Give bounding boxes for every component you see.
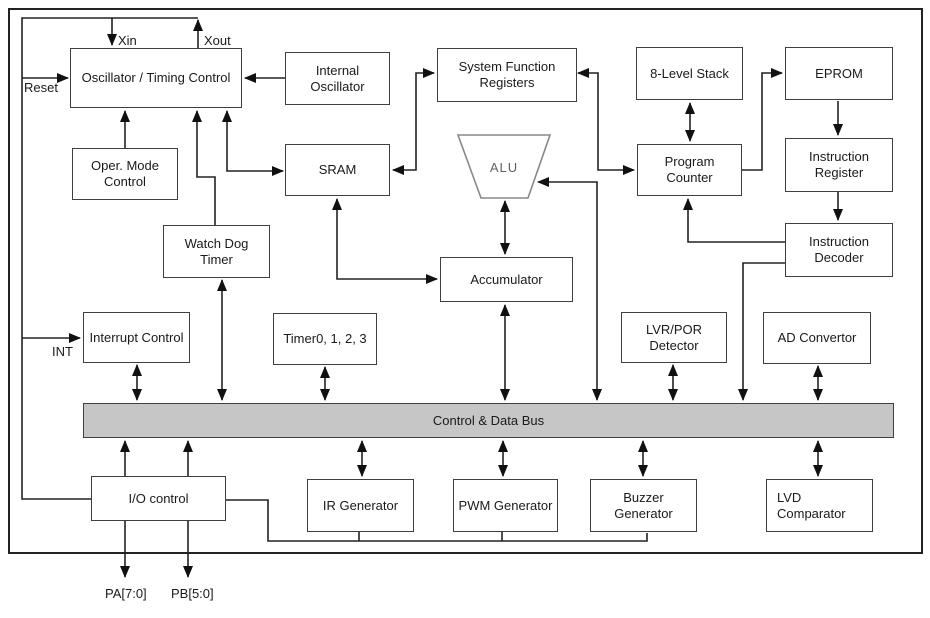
block-label: Instruction Decoder — [809, 234, 869, 265]
block-watch-dog-timer: Watch Dog Timer — [163, 225, 270, 278]
block-label: LVR/POR Detector — [645, 321, 703, 353]
label-xin: Xin — [118, 33, 137, 48]
block-label: Program Counter — [664, 154, 715, 185]
block-label: Interrupt Control — [89, 329, 184, 345]
control-data-bus: Control & Data Bus — [83, 403, 894, 438]
label-reset: Reset — [24, 80, 58, 95]
block-internal-oscillator: Internal Oscillator — [285, 52, 390, 105]
block-timers: Timer0, 1, 2, 3 — [273, 313, 377, 365]
block-label: Buzzer Generator — [614, 489, 673, 521]
block-8-level-stack: 8-Level Stack — [636, 47, 743, 100]
block-label: Instruction Register — [809, 149, 869, 180]
block-program-counter: Program Counter — [637, 144, 742, 196]
label-pb-port: PB[5:0] — [171, 586, 214, 601]
block-sram: SRAM — [285, 144, 390, 196]
alu-label: ALU — [489, 160, 519, 175]
block-label: System Function Registers — [458, 59, 556, 90]
block-ad-convertor: AD Convertor — [763, 312, 871, 364]
block-lvr-por-detector: LVR/POR Detector — [621, 312, 727, 363]
block-label: Internal Oscillator — [310, 62, 365, 94]
block-label: Oper. Mode Control — [91, 158, 159, 189]
block-pwm-generator: PWM Generator — [453, 479, 558, 532]
block-instruction-decoder: Instruction Decoder — [785, 223, 893, 277]
block-label: Timer0, 1, 2, 3 — [283, 331, 367, 346]
block-buzzer-generator: Buzzer Generator — [590, 479, 697, 532]
bus-label: Control & Data Bus — [432, 413, 545, 428]
block-lvd-comparator: LVD Comparator — [766, 479, 873, 532]
block-label: Oscillator / Timing Control — [81, 70, 231, 85]
block-label: PWM Generator — [458, 497, 553, 513]
block-label: SRAM — [318, 162, 357, 177]
outer-border — [8, 8, 923, 554]
block-oper-mode-control: Oper. Mode Control — [72, 148, 178, 200]
block-oscillator-timing-control: Oscillator / Timing Control — [70, 48, 242, 108]
block-instruction-register: Instruction Register — [785, 138, 893, 192]
block-label: I/O control — [128, 490, 189, 506]
block-label: IR Generator — [322, 497, 399, 513]
alu-shape — [456, 134, 552, 199]
label-int: INT — [52, 344, 73, 359]
block-eprom: EPROM — [785, 47, 893, 100]
block-label: EPROM — [815, 65, 863, 81]
block-ir-generator: IR Generator — [307, 479, 414, 532]
block-label: Accumulator — [470, 271, 543, 287]
block-label: AD Convertor — [777, 330, 857, 345]
label-pa-port: PA[7:0] — [105, 586, 147, 601]
block-label: LVD Comparator — [777, 489, 846, 521]
block-system-function-registers: System Function Registers — [437, 48, 577, 102]
block-label: 8-Level Stack — [650, 65, 729, 81]
label-xout: Xout — [204, 33, 231, 48]
block-io-control: I/O control — [91, 476, 226, 521]
block-interrupt-control: Interrupt Control — [83, 312, 190, 363]
block-label: Watch Dog Timer — [184, 235, 249, 267]
block-accumulator: Accumulator — [440, 257, 573, 302]
